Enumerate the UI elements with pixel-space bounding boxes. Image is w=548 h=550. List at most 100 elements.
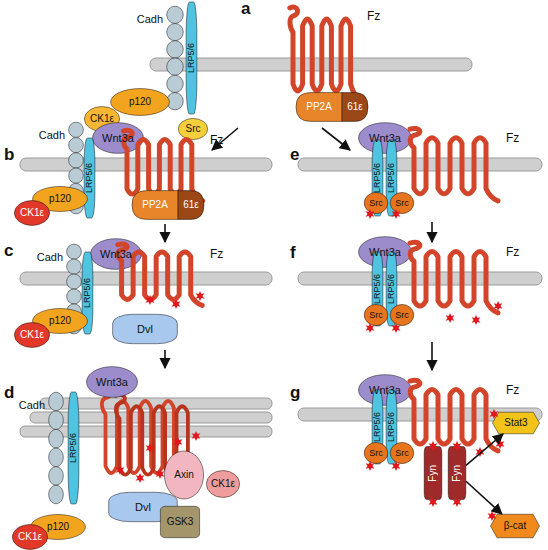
protein-oval-outline [206,471,239,498]
protein-label: p120 [49,194,71,204]
protein-label: p120 [49,316,71,326]
receptor-bar-outline [84,138,95,218]
cadherin-chain-outline [67,259,82,274]
protein-oval: CK1ε [14,322,50,348]
panel-arrow [322,128,350,150]
cadherin-chain-outline [67,244,82,259]
cadherin-chain-outline [48,392,64,504]
protein-label: β-cat [504,521,526,531]
receptor-bar-outline [68,392,79,504]
protein-oval-outline [390,304,414,325]
protein-label: Wnt3a [369,247,401,258]
protein-label: CK1ε [211,479,235,489]
cadherin-chain: Cadh [48,392,64,504]
protein-label: Axin [174,470,193,480]
protein-oval: Src [364,442,388,464]
protein-oval-outline [178,118,207,139]
protein-oval-outline [364,442,388,463]
phospho-star [136,473,145,483]
phospho-star [116,209,505,521]
protein-label: Fz [506,246,519,258]
kinase-box-outline [448,447,466,500]
frizzled-receptor: Fz [404,126,504,204]
phosphatase-shape: PP2A61ε [132,190,204,220]
protein-label: Stat3 [504,418,527,428]
protein-label: LRP5/6 [187,43,196,73]
protein-oval: Wnt3a [358,236,412,268]
phospho-star [196,291,205,301]
protein-oval: CK1ε [12,524,48,550]
protein-oval: Wnt3a [358,374,412,406]
panel-letter: a [241,0,250,17]
phospho-star [174,437,183,447]
protein-label: Dvl [135,502,151,513]
phospho-star [429,497,438,507]
cadherin-chain-outline [49,411,64,430]
protein-label: Src [395,199,409,208]
protein-label: LRP5/6 [373,163,382,193]
phospho-star [392,209,401,219]
protein-label: Fyn [428,465,438,482]
panel-arrow [431,222,433,242]
panel-letter: e [290,146,299,163]
frizzled-receptor-outline [404,240,504,316]
cadherin-chain-outline [166,6,184,110]
receptor-bar: LRP5/6 [84,138,95,218]
protein-oval-outline [359,375,412,406]
cell-membrane [20,158,272,171]
protein-oval-outline [87,367,138,398]
protein-label: Wnt3a [369,133,401,144]
protein-oval: Axin [164,450,204,500]
protein-oval-outline [359,237,412,268]
phosphatase-shape-outline [178,191,204,220]
phospho-star [496,439,505,449]
cell-membrane [298,158,542,171]
cadherin-chain-outline [49,467,64,486]
protein-label: Src [395,311,409,320]
cell-membrane [298,272,542,285]
phospho-star [156,469,165,479]
protein-oval-outline [359,123,412,154]
protein-oval-outline [111,89,170,116]
protein-label: LRP5/6 [69,433,78,463]
protein-label: Cadh [19,400,45,411]
kinase-box: Fyn [448,446,466,500]
panel-arrow [212,128,238,150]
cadherin-chain-outline [67,289,82,304]
phospho-star [392,323,401,333]
cadherin-chain-outline [49,429,64,448]
protein-label: CK1ε [18,532,42,542]
cadherin-chain-outline [49,485,64,504]
panel-arrow [165,128,432,370]
cadherin-chain: Cadh [166,6,184,110]
phospho-star [453,497,462,507]
dvl-box-outline [113,314,178,343]
protein-label: Src [186,124,201,134]
kinase-box: Fyn [424,446,442,500]
phospho-star [366,461,375,471]
frizzled-receptor-outline [285,4,365,104]
protein-label: PP2A [296,92,342,122]
frizzled-receptor-outline [410,380,498,451]
protein-oval: Src [364,304,388,326]
protein-label: Wnt3a [96,377,128,388]
phosphatase-shape-outline [296,93,342,122]
frizzled-cluster [102,389,200,483]
phospho-star [392,461,401,471]
protein-label: LRP5/6 [373,412,382,442]
protein-label: CK1ε [90,114,114,124]
cadherin-chain-outline [49,392,64,411]
phosphatase-shape-outline [132,191,178,220]
signal-arrow [466,481,502,514]
protein-label: Src [369,449,383,458]
cadherin-chain-outline [167,75,184,92]
protein-label: Fyn [452,465,462,482]
panel-letter: g [290,384,300,401]
protein-label: Fz [367,10,380,22]
transcription-factor-outline [492,412,539,434]
protein-label: GSK3 [167,517,194,527]
protein-label: LRP5/6 [85,163,94,193]
transcription-factor-outline [491,514,540,538]
